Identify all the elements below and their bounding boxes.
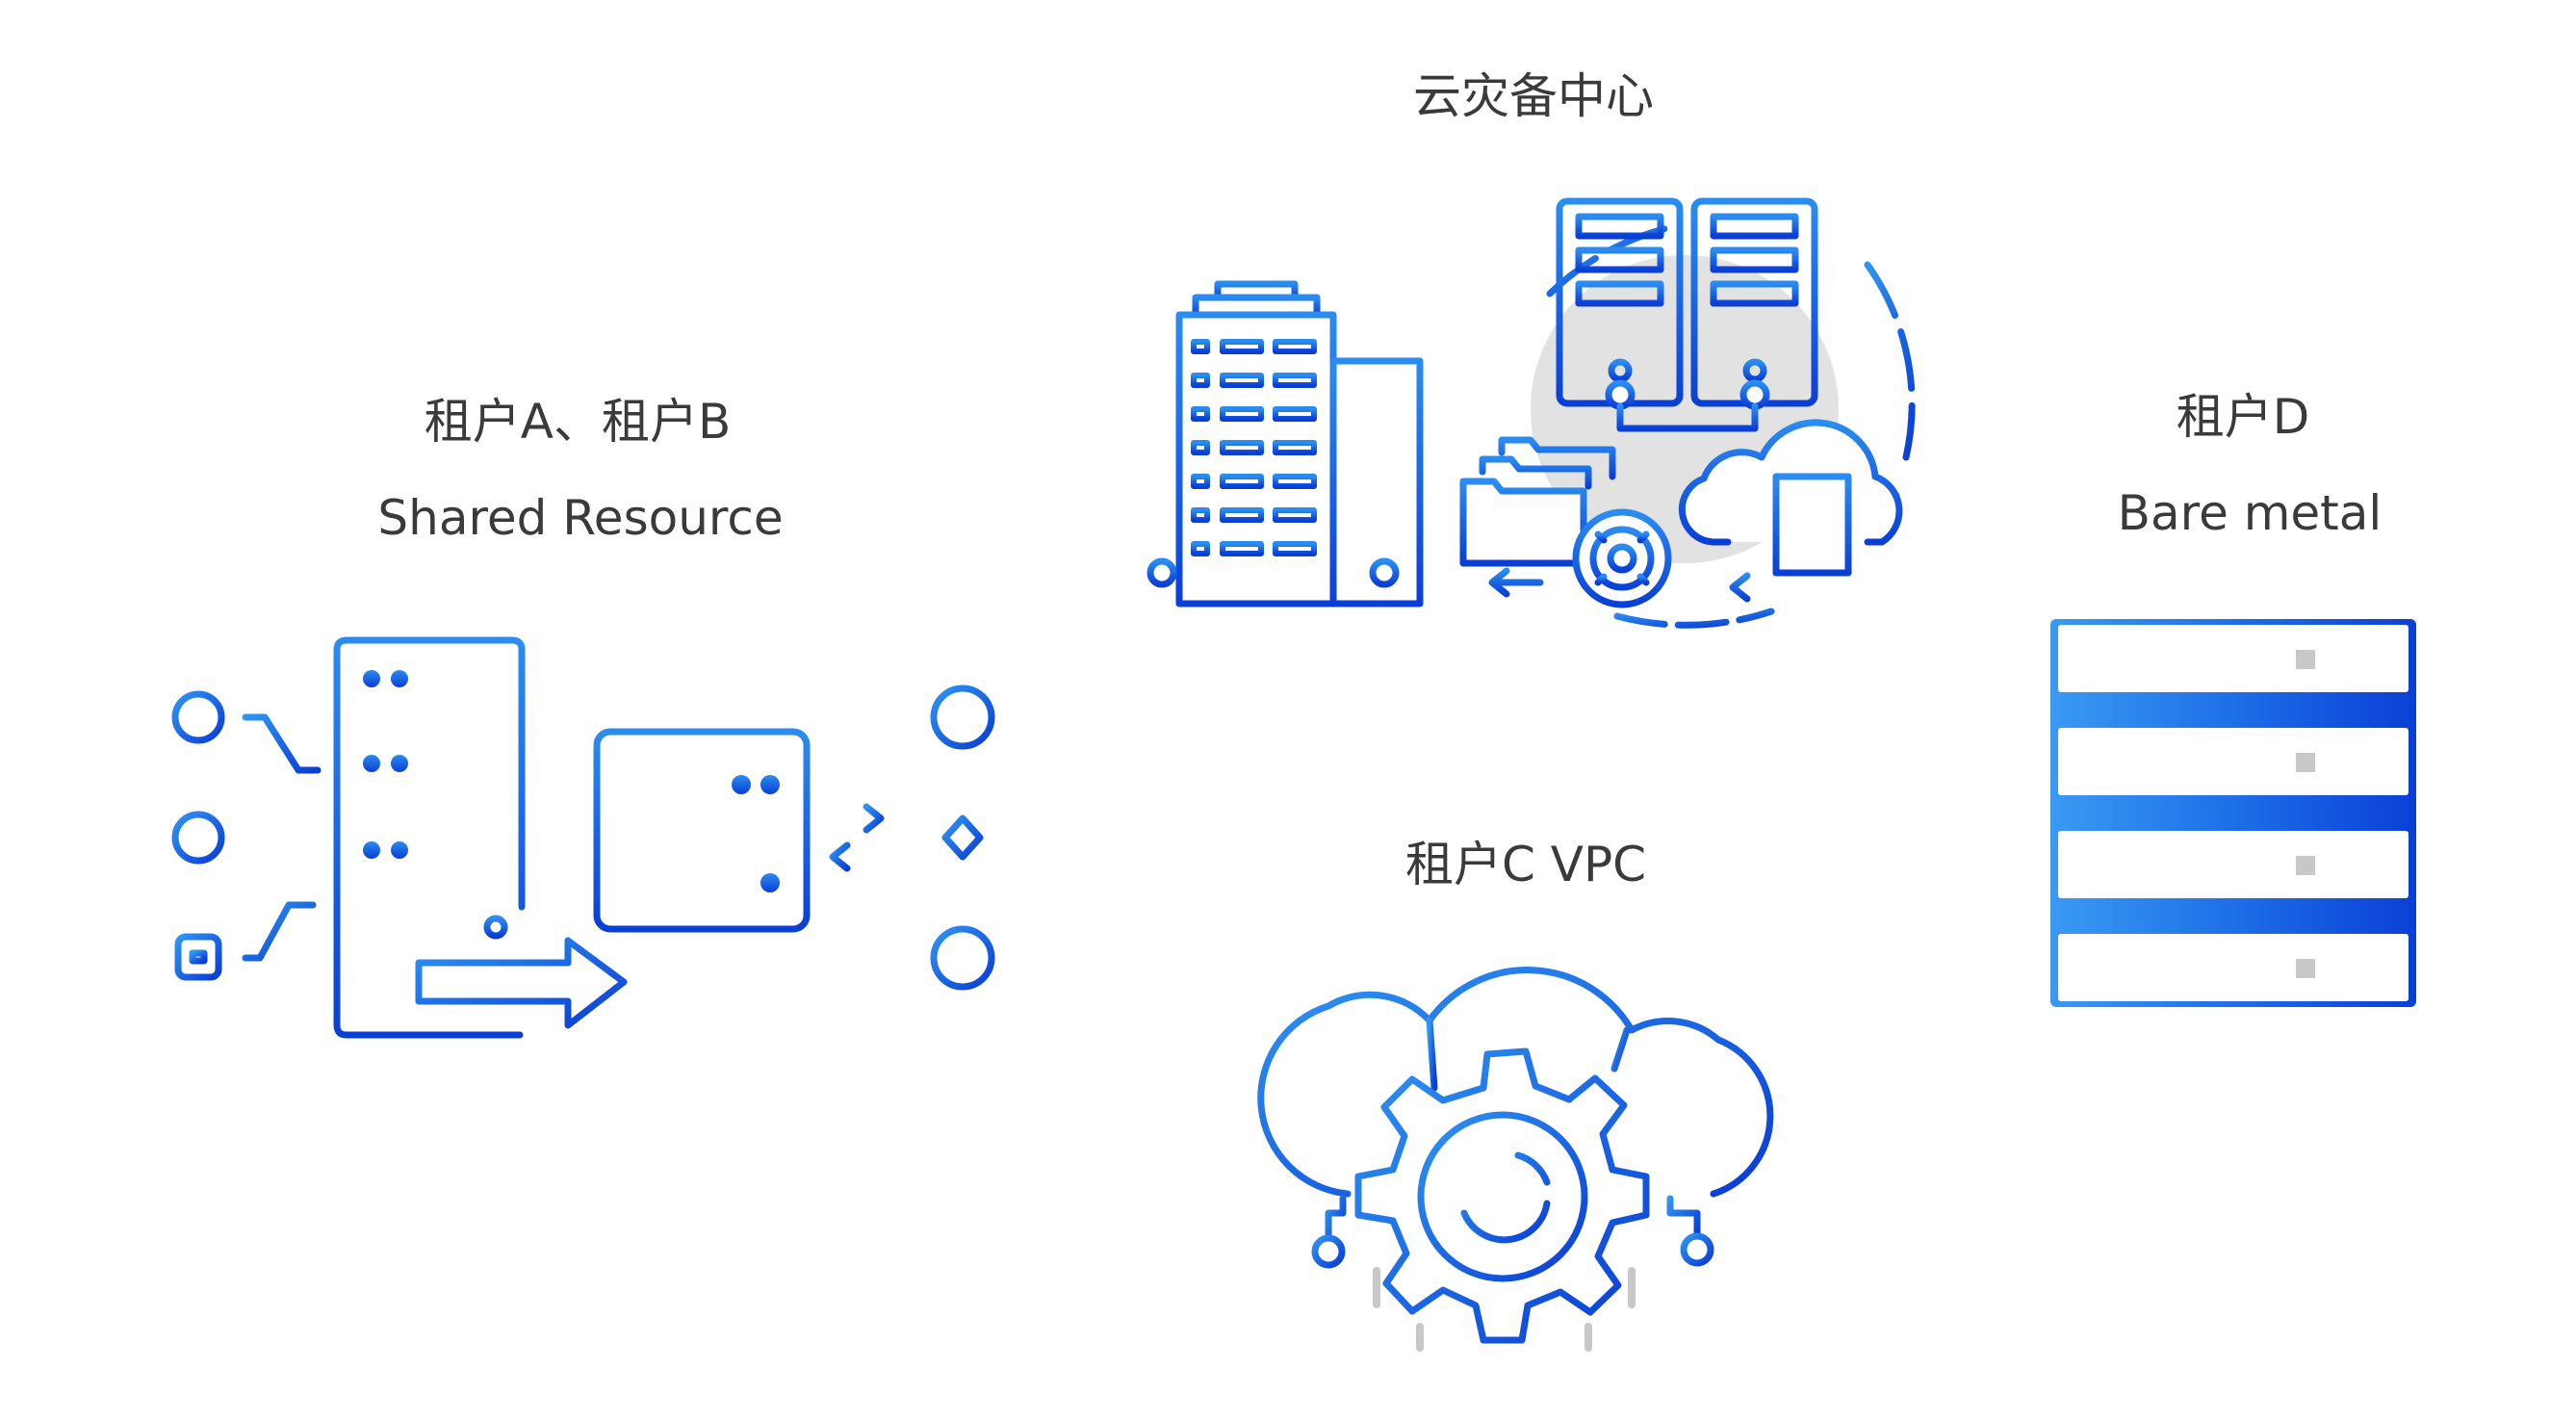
cloud-gear-icon	[1257, 967, 1774, 1352]
folders-icon	[1459, 436, 1616, 598]
bare-metal-rack-icon	[2050, 619, 2416, 1007]
tenant-d-subtitle: Bare metal	[2117, 485, 2383, 541]
server-pair-icon	[1556, 197, 1818, 432]
disaster-recovery-title: 云灾备中心	[1413, 68, 1654, 124]
shared-server-icon	[333, 636, 526, 1039]
disaster-recovery-illustration	[1146, 197, 1916, 629]
tenant-d-title: 租户D	[2176, 389, 2310, 445]
node-circle-icon	[171, 690, 322, 981]
node-column-icon	[930, 685, 995, 991]
tenant-ab-subtitle: Shared Resource	[377, 490, 784, 546]
datacenter-building-icon	[1146, 230, 1429, 612]
gear-icon	[1572, 508, 1672, 608]
shared-resource-illustration	[171, 636, 995, 1039]
cloud-document-icon	[1678, 419, 1903, 603]
transfer-arrow-icon	[415, 937, 628, 1029]
tenant-ab-title: 租户A、租户B	[424, 394, 732, 450]
storage-unit-icon	[593, 728, 811, 933]
tenant-c-title: 租户C VPC	[1404, 837, 1647, 892]
